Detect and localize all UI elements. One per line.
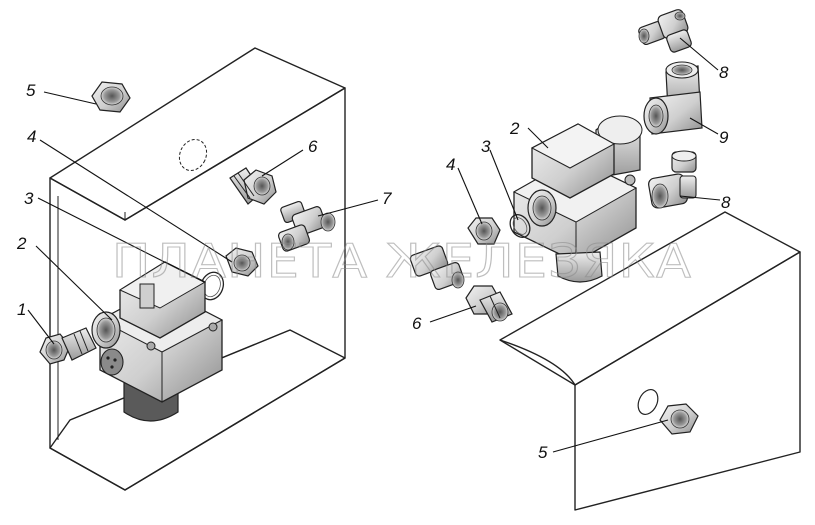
callout-labels: 5 4 3 2 1 6 7 2 3 4 6 8 9 8 5 [16, 63, 731, 462]
elbow-fitting-part-8-middle [648, 150, 697, 209]
callout-3-right: 3 [481, 137, 491, 156]
callout-4-left: 4 [27, 127, 36, 146]
callout-7: 7 [382, 189, 392, 208]
callout-8-top: 8 [719, 63, 729, 82]
elbow-fitting-center [409, 245, 465, 291]
elbow-fitting-part-7 [277, 200, 336, 252]
callout-8-middle: 8 [721, 193, 731, 212]
callout-3-left: 3 [24, 189, 34, 208]
callout-6-left: 6 [308, 137, 318, 156]
nut-part-5-left [91, 81, 131, 113]
nut-part-5-right [659, 403, 699, 435]
fitting-part-1 [39, 327, 97, 365]
fitting-part-6-left [229, 167, 277, 205]
elbow-fitting-part-8-top [638, 9, 692, 53]
callout-4-right: 4 [446, 155, 455, 174]
fitting-part-6-right [465, 285, 513, 323]
nut-part-4-left [225, 247, 259, 277]
callout-2-right: 2 [509, 119, 520, 138]
valve-part-2-right [512, 115, 643, 283]
right-mounting-bracket [499, 211, 801, 511]
watermark-text: ПЛАНЕТА ЖЕЛЕЗЯКА [112, 234, 692, 288]
callout-5-right: 5 [538, 443, 548, 462]
nut-part-4-right [467, 217, 501, 245]
o-ring-part-3-right [509, 214, 531, 238]
callout-6-right: 6 [412, 314, 422, 333]
tee-fitting-part-9 [643, 61, 703, 135]
callout-9: 9 [719, 128, 729, 147]
solenoid-valve-part-2-left [91, 261, 224, 422]
callout-2-left: 2 [16, 234, 27, 253]
callout-5-left: 5 [26, 81, 36, 100]
callout-1: 1 [17, 300, 26, 319]
leader-lines [27, 37, 721, 453]
